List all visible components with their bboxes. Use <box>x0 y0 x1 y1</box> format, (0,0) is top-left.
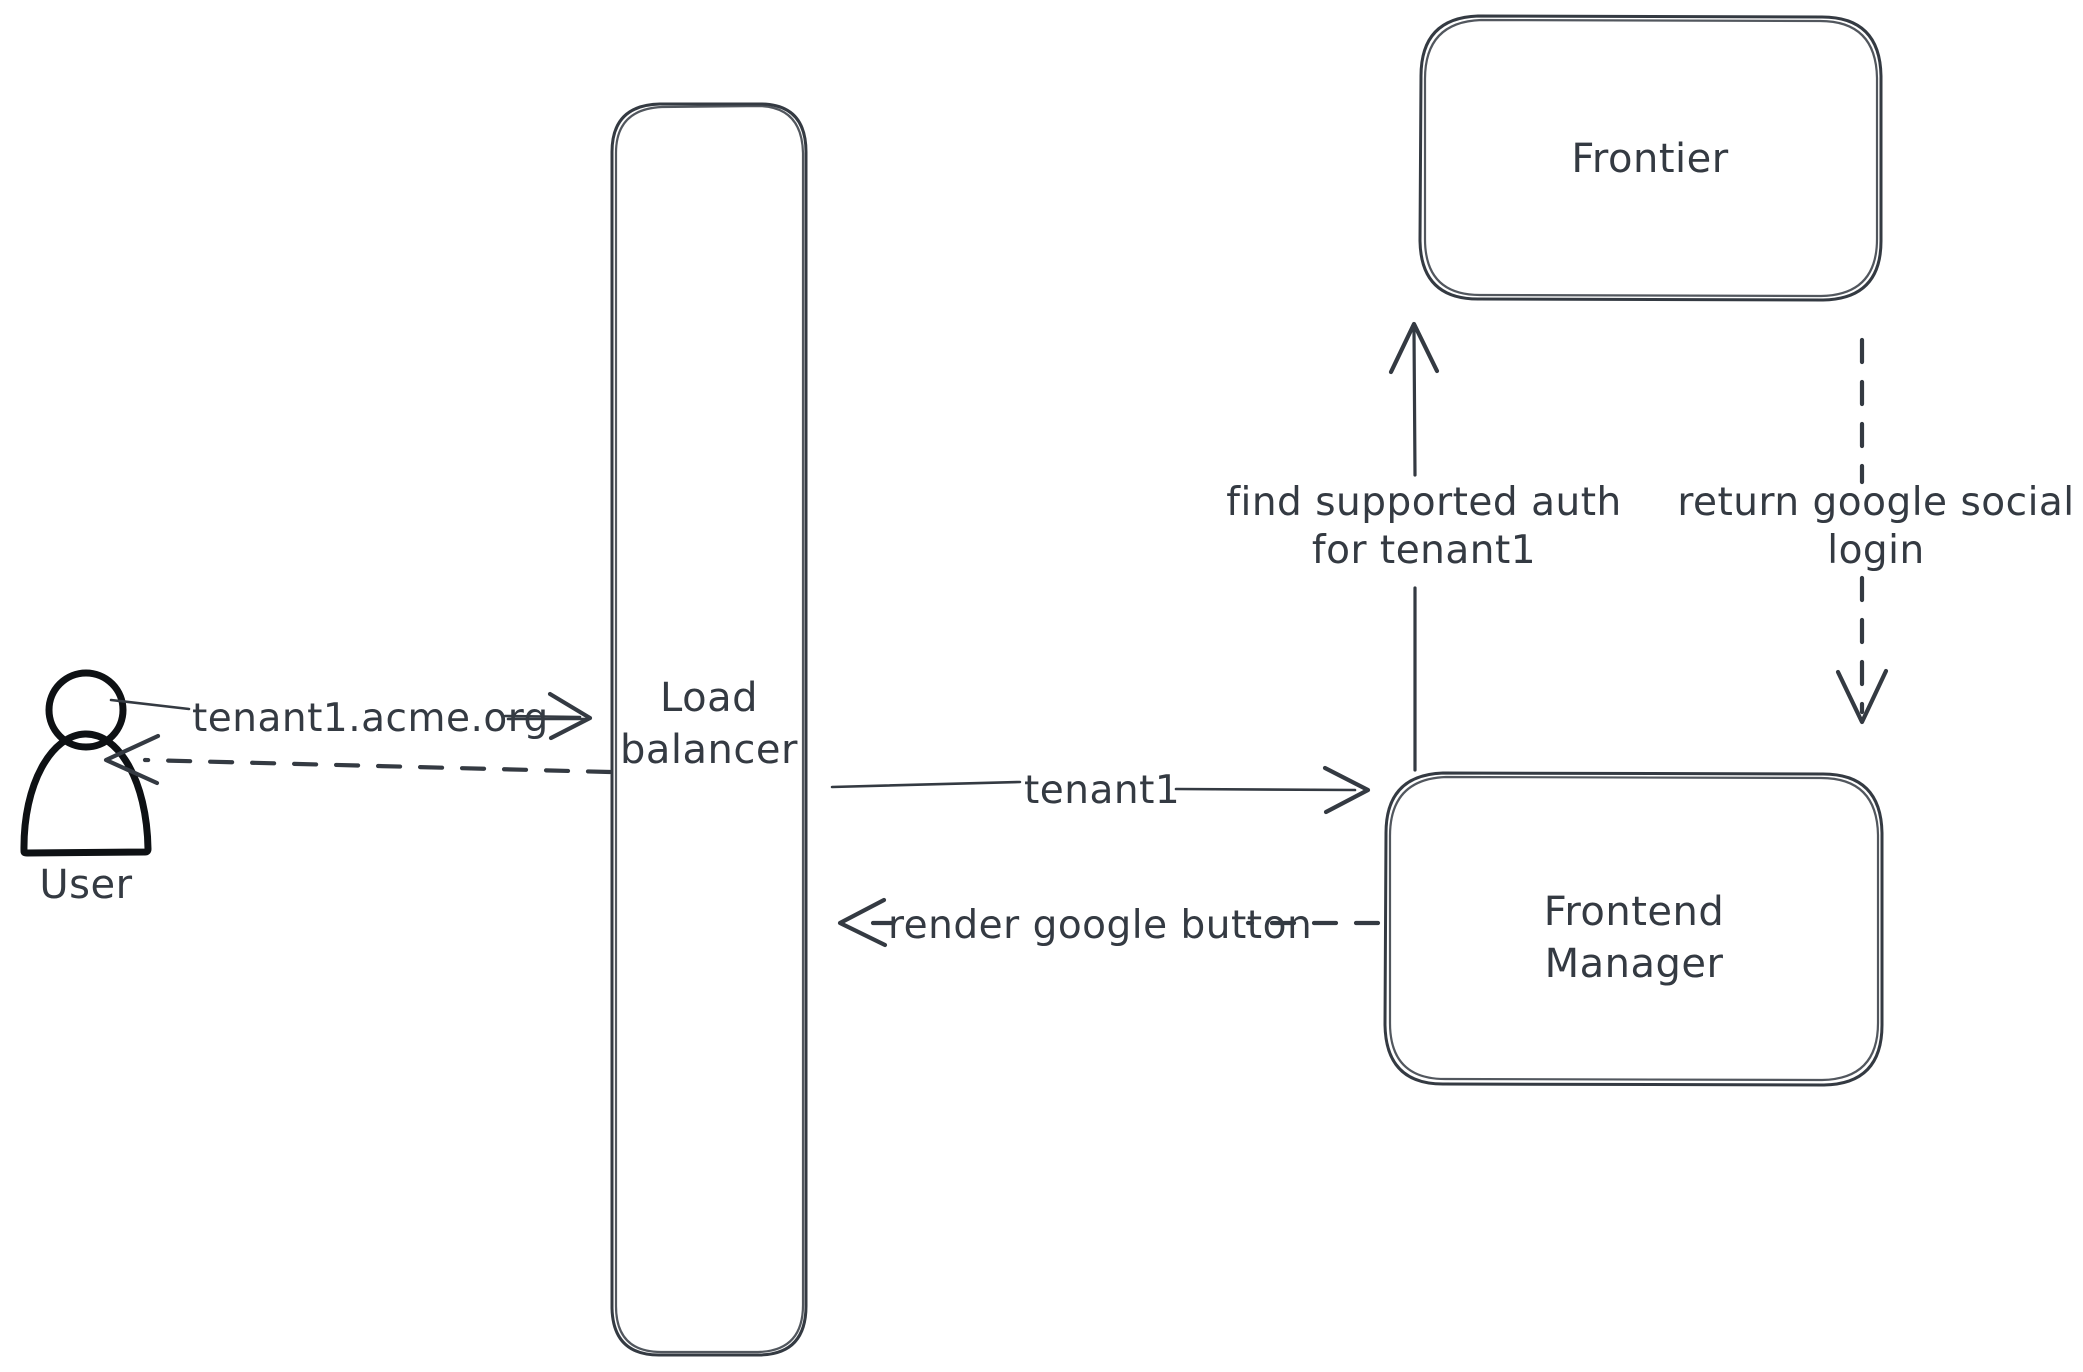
node-frontier-label: Frontier <box>1571 136 1728 182</box>
node-load-balancer[interactable]: Load balancer <box>610 102 808 1357</box>
node-frontend-manager-label-line1: Frontend <box>1544 889 1725 935</box>
person-icon <box>20 669 152 857</box>
node-frontier[interactable]: Frontier <box>1418 14 1883 302</box>
edge-load-balancer-to-user <box>103 733 613 786</box>
edge-frontier-to-frontend-manager: return google social login <box>1677 337 2074 725</box>
node-load-balancer-label-line2: balancer <box>620 727 798 773</box>
edge-frontend-manager-to-load-balancer: render google button <box>837 897 1381 948</box>
node-frontend-manager-label-line2: Manager <box>1545 941 1724 987</box>
node-frontend-manager[interactable]: Frontend Manager <box>1383 771 1884 1087</box>
edge-frontend-manager-to-load-balancer-label: render google button <box>888 903 1312 948</box>
actor-user-label: User <box>39 862 132 908</box>
edge-frontend-manager-to-frontier-label-line1: find supported auth <box>1226 480 1621 525</box>
edge-frontend-manager-to-frontier: find supported auth for tenant1 <box>1226 321 1621 772</box>
edge-frontier-to-frontend-manager-label-line2: login <box>1827 528 1925 573</box>
edge-load-balancer-to-frontend-manager-label: tenant1 <box>1024 768 1180 813</box>
edge-frontend-manager-to-frontier-label-line2: for tenant1 <box>1312 528 1536 573</box>
edge-frontier-to-frontend-manager-label-line1: return google social <box>1677 480 2074 525</box>
edge-load-balancer-to-frontend-manager: tenant1 <box>830 765 1371 815</box>
edge-user-to-load-balancer: tenant1.acme.org <box>109 691 593 741</box>
node-load-balancer-label-line1: Load <box>660 675 758 721</box>
actor-user[interactable]: User <box>20 669 152 908</box>
edge-user-to-load-balancer-label: tenant1.acme.org <box>192 696 549 741</box>
